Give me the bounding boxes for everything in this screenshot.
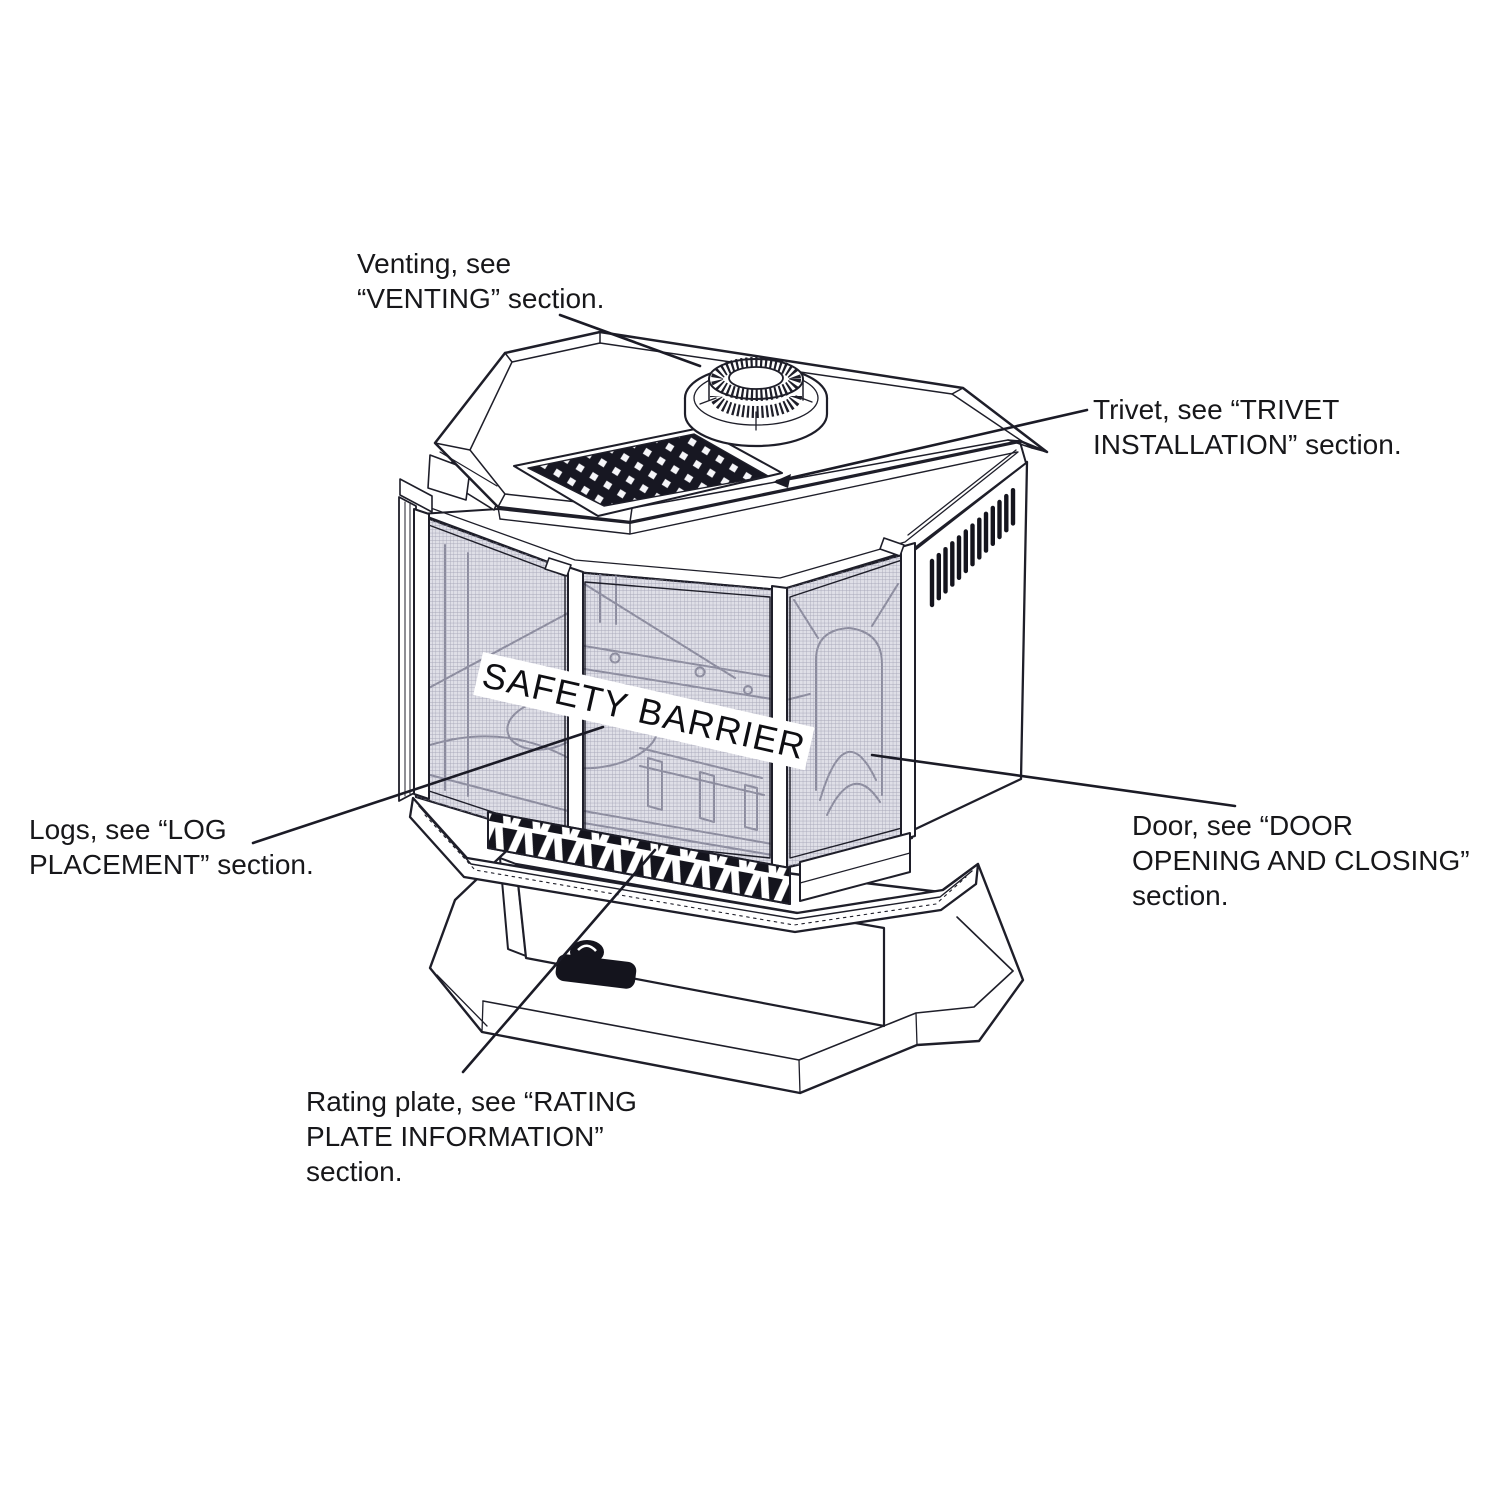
logs-leader-line: [251, 725, 605, 845]
callout-logs-line2: PLACEMENT” section.: [29, 849, 314, 880]
callout-trivet-line2: INSTALLATION” section.: [1093, 429, 1402, 460]
door-leader-line: [870, 753, 1237, 808]
trivet-leader-line: [775, 408, 1089, 483]
callout-door: Door, see “DOOR OPENING AND CLOSING” sec…: [1132, 808, 1470, 913]
callout-trivet-line1: Trivet, see “TRIVET: [1093, 394, 1340, 425]
trivet-arrowhead-icon: [773, 474, 791, 488]
louver-vents-icon: [929, 488, 1016, 608]
callout-venting-line1: Venting, see: [357, 248, 512, 279]
callout-rating-plate: Rating plate, see “RATING PLATE INFORMAT…: [306, 1084, 637, 1189]
trivet-grate: [513, 427, 783, 517]
brand-badge-logo: [555, 940, 637, 989]
door-panel-mesh-right: [778, 550, 914, 871]
callout-leader-lines: [251, 313, 1237, 1074]
callout-rating-line1: Rating plate, see “RATING: [306, 1086, 637, 1117]
rating-plate-leader-line: [461, 848, 657, 1074]
callout-venting-line2: “VENTING” section.: [357, 283, 605, 314]
callout-rating-line2: PLATE INFORMATION”: [306, 1121, 604, 1152]
callout-rating-line3: section.: [306, 1156, 403, 1187]
plinth: [408, 796, 980, 934]
callout-logs-line1: Logs, see “LOG: [29, 814, 227, 845]
callout-door-line2: OPENING AND CLOSING”: [1132, 845, 1470, 876]
venting-leader-line: [558, 313, 702, 368]
callout-door-line3: section.: [1132, 880, 1229, 911]
callout-logs: Logs, see “LOG PLACEMENT” section.: [29, 812, 314, 882]
flue-collar-vent: [683, 357, 829, 448]
callout-trivet: Trivet, see “TRIVET INSTALLATION” sectio…: [1093, 392, 1402, 462]
left-rear-panel: [398, 478, 433, 802]
callout-venting: Venting, see “VENTING” section.: [357, 246, 604, 316]
callout-door-line1: Door, see “DOOR: [1132, 810, 1353, 841]
